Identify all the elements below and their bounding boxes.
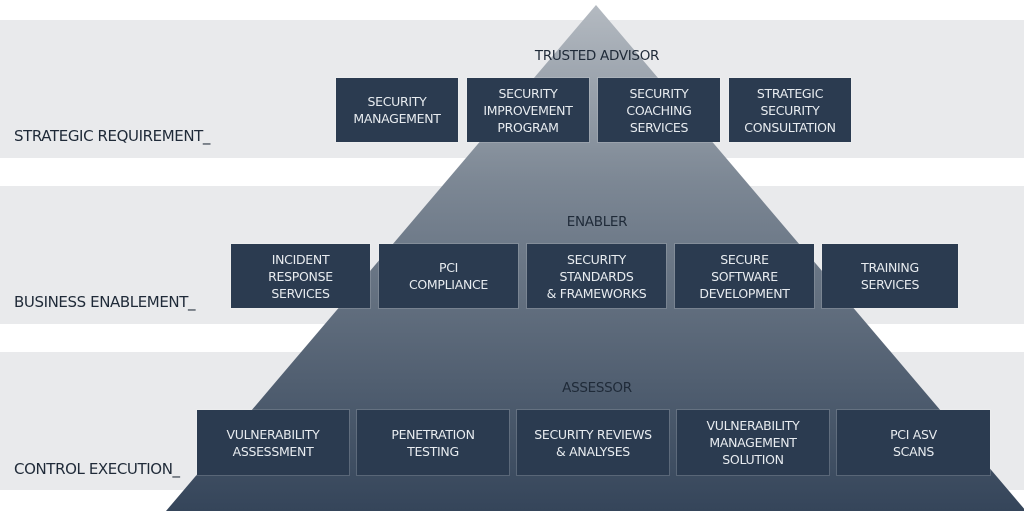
service-box: SECURITY COACHING SERVICES [598,78,720,142]
service-box: PENETRATION TESTING [357,410,509,475]
service-box: SECURITY MANAGEMENT [336,78,458,142]
service-box: SECURITY REVIEWS & ANALYSES [517,410,669,475]
service-box: VULNERABILITY ASSESSMENT [197,410,349,475]
service-box: SECURITY STANDARDS & FRAMEWORKS [527,244,666,308]
service-box: SECURE SOFTWARE DEVELOPMENT [675,244,814,308]
service-box: STRATEGIC SECURITY CONSULTATION [729,78,851,142]
service-box: PCI COMPLIANCE [379,244,518,308]
service-box: TRAINING SERVICES [822,244,958,308]
service-box: VULNERABILITY MANAGEMENT SOLUTION [677,410,829,475]
side-label: BUSINESS ENABLEMENT_ [14,293,196,311]
tier-title: ENABLER [566,214,628,230]
service-box: PCI ASV SCANS [837,410,990,475]
tier-title: ASSESSOR [562,380,632,396]
side-label: STRATEGIC REQUIREMENT_ [14,127,211,145]
service-box: INCIDENT RESPONSE SERVICES [231,244,370,308]
tier-title: TRUSTED ADVISOR [534,48,660,64]
side-label: CONTROL EXECUTION_ [14,460,180,478]
service-box: SECURITY IMPROVEMENT PROGRAM [467,78,589,142]
